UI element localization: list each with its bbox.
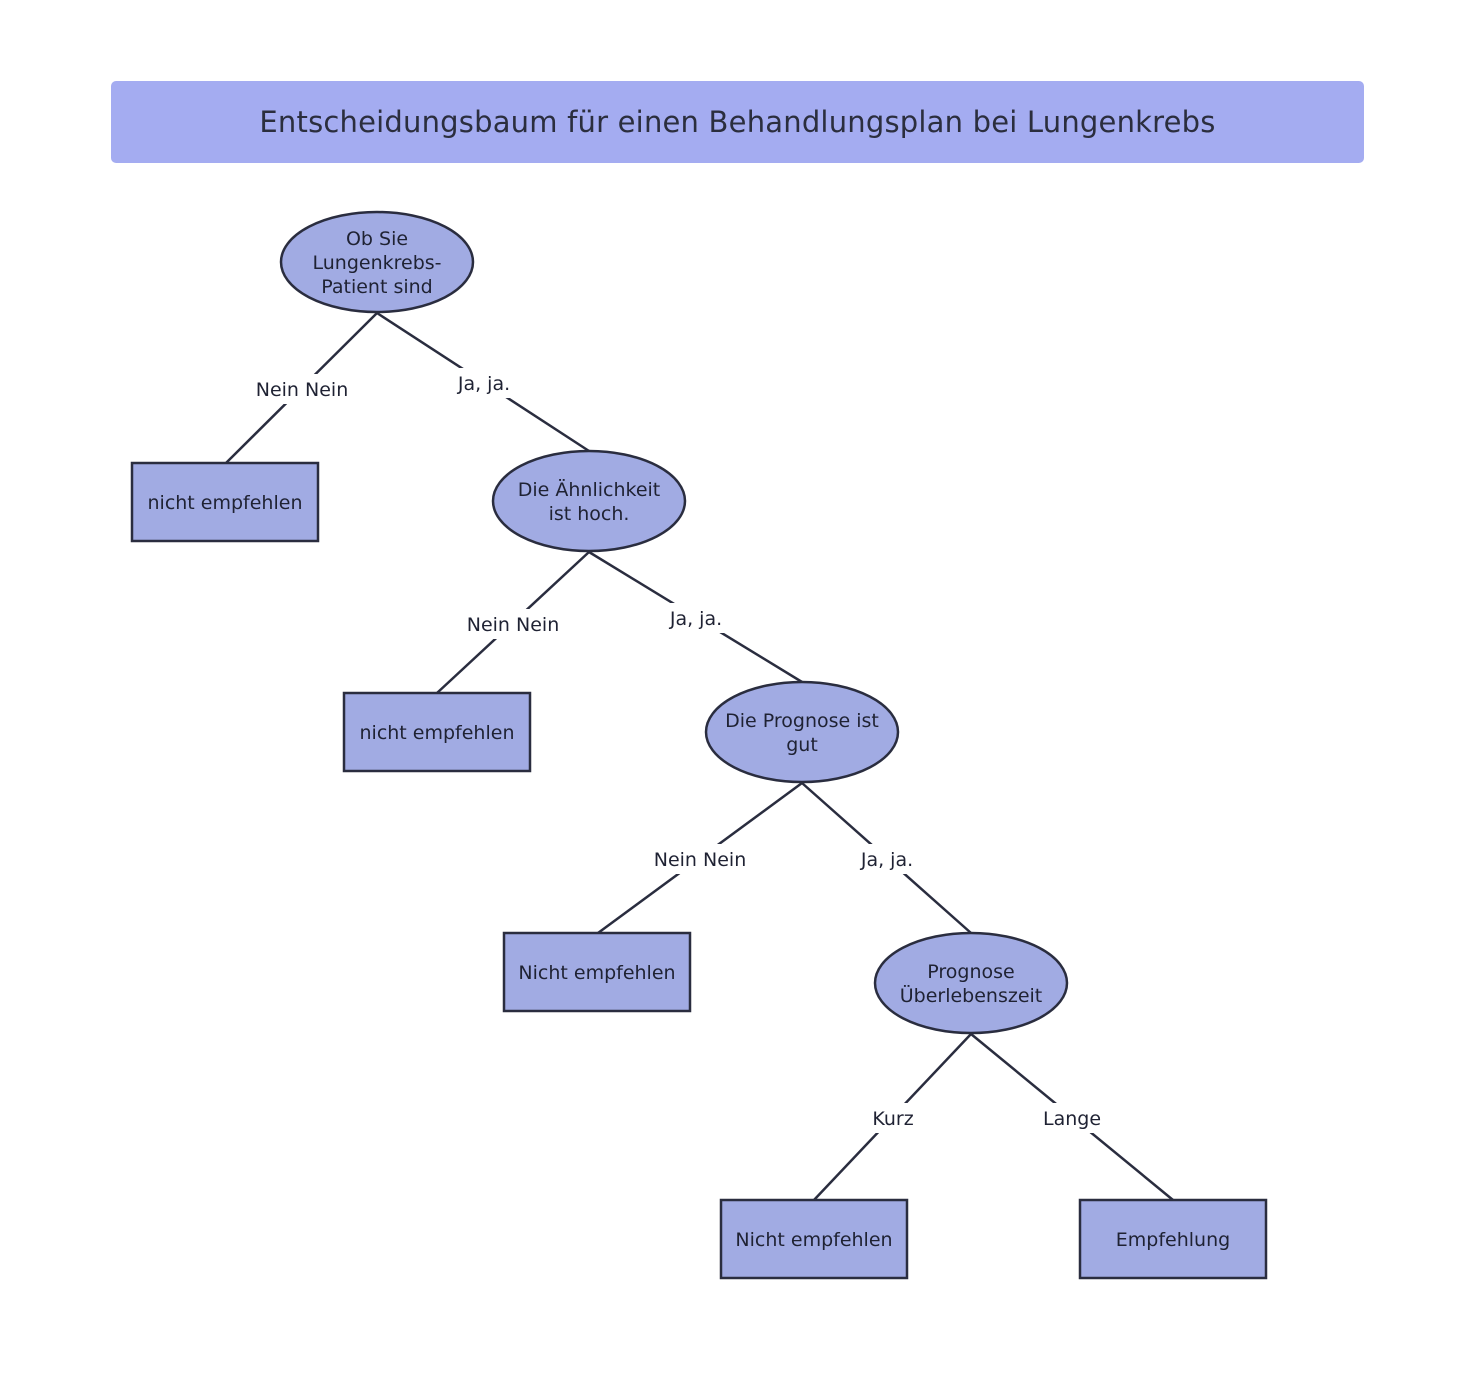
node-label: Nicht empfehlen bbox=[735, 1229, 892, 1251]
edge-label: Nein Nein bbox=[654, 849, 747, 871]
outcome-node-o1 bbox=[130, 461, 320, 543]
edge-label: Nein Nein bbox=[467, 614, 560, 636]
edge-label-bg bbox=[842, 844, 932, 874]
node-label: Patient sind bbox=[321, 276, 432, 298]
edge-label-bg bbox=[439, 368, 529, 398]
edge-label-bg bbox=[246, 374, 358, 404]
decision-node-q1 bbox=[279, 210, 475, 314]
node-label: ist hoch. bbox=[549, 503, 630, 525]
edge-label-bg bbox=[457, 609, 569, 639]
outcome-node-o5 bbox=[1078, 1198, 1268, 1280]
decision-node-q4 bbox=[873, 931, 1069, 1035]
node-label: nicht empfehlen bbox=[360, 722, 515, 744]
edge-label-bg bbox=[865, 1103, 921, 1133]
node-label: Lungenkrebs- bbox=[312, 252, 441, 274]
node-label: Prognose bbox=[927, 961, 1014, 983]
outcome-node-o2 bbox=[342, 691, 532, 773]
outcome-node-o3 bbox=[502, 931, 692, 1013]
node-label: Überlebenszeit bbox=[900, 984, 1043, 1007]
decision-node-q3 bbox=[704, 680, 900, 784]
diagram-title: Entscheidungsbaum für einen Behandlungsp… bbox=[259, 105, 1216, 139]
edge-label-bg bbox=[1038, 1103, 1106, 1133]
edge-label: Lange bbox=[1043, 1108, 1101, 1130]
node-label: Empfehlung bbox=[1116, 1229, 1230, 1251]
edge-label: Ja, ja. bbox=[669, 608, 722, 630]
title-banner: Entscheidungsbaum für einen Behandlungsp… bbox=[111, 81, 1364, 163]
node-label: Die Ähnlichkeit bbox=[518, 478, 661, 501]
node-label: Die Prognose ist bbox=[725, 710, 879, 732]
node-label: gut bbox=[786, 734, 818, 756]
edge-label-bg bbox=[644, 844, 756, 874]
edge-label: Kurz bbox=[872, 1108, 913, 1130]
edge-label: Ja, ja. bbox=[860, 849, 913, 871]
node-label: nicht empfehlen bbox=[148, 492, 303, 514]
outcome-node-o4 bbox=[719, 1198, 909, 1280]
decision-node-q2 bbox=[491, 449, 687, 553]
edge-label-bg bbox=[651, 603, 741, 633]
edge-label: Ja, ja. bbox=[457, 373, 510, 395]
node-label: Nicht empfehlen bbox=[518, 962, 675, 984]
edge-label: Nein Nein bbox=[256, 379, 349, 401]
node-label: Ob Sie bbox=[346, 228, 408, 250]
